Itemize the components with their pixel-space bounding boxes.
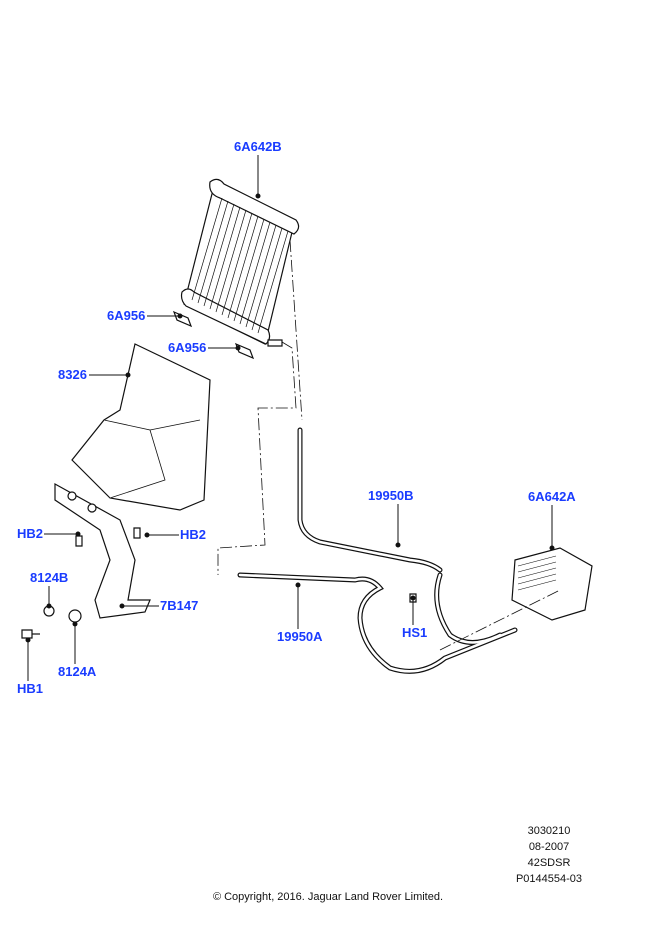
hoses-inner [238,428,517,673]
callout-8124b[interactable]: 8124B [30,570,69,585]
leader-lines [25,155,555,681]
callout-hb1[interactable]: HB1 [17,681,44,696]
dashed-routing [217,239,561,651]
oil-cooler-main-drawing [180,178,300,347]
oil-cooler-aux-drawing [511,547,593,621]
callout-6a642a[interactable]: 6A642A [528,489,576,504]
diagram-model: 42SDSR [527,857,571,869]
callout-6a956-lower[interactable]: 6A956 [168,340,207,355]
callout-7b147[interactable]: 7B147 [160,598,199,613]
callout-hb2-right[interactable]: HB2 [180,527,207,542]
support-bracket-drawing [54,482,151,619]
copyright: © Copyright, 2016. Jaguar Land Rover Lim… [212,891,444,903]
callout-8326[interactable]: 8326 [58,367,87,382]
callout-6a956-upper[interactable]: 6A956 [107,308,146,323]
callout-8124a[interactable]: 8124A [58,664,97,679]
callout-hb2-left[interactable]: HB2 [17,526,44,541]
callout-6a642b[interactable]: 6A642B [234,139,282,154]
air-deflector-drawing [71,343,211,511]
diagram-date: 08-2007 [528,841,570,853]
fasteners-drawing [21,527,417,639]
diagram-code: 3030210 [527,825,571,837]
callout-hs1[interactable]: HS1 [402,625,428,640]
diagram-ref: P0144554-03 [515,873,583,885]
callout-19950a[interactable]: 19950A [277,629,323,644]
callout-19950b[interactable]: 19950B [368,488,414,503]
